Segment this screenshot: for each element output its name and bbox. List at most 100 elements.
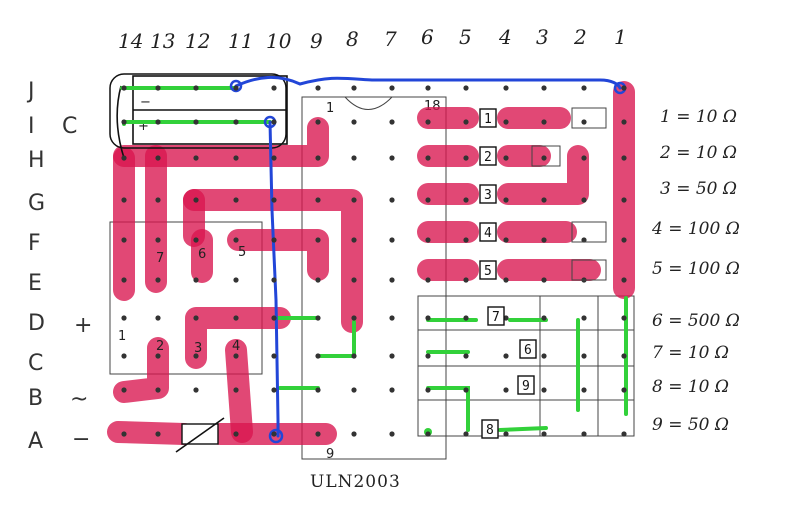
column-labels: 14 13 12 11 10 9 8 7 6 5 4 3 2 1	[118, 25, 627, 53]
hole-r9-c6	[351, 431, 357, 437]
resistor-box-4: 4	[484, 226, 492, 241]
hole-r9-c9	[463, 431, 469, 437]
hole-r1-c3	[233, 119, 239, 125]
hole-r0-c2	[193, 85, 199, 91]
resistor-box-9: 9	[522, 379, 530, 394]
legend-entry-4: 4 = 100 Ω	[651, 219, 740, 239]
row-B-ac-marker: ~	[70, 387, 88, 412]
hole-r1-c5	[315, 119, 321, 125]
hole-r1-c1	[155, 119, 161, 125]
hole-r3-c1	[155, 197, 161, 203]
resistor-grid-outlines	[417, 295, 635, 437]
resistor-box-2: 2	[484, 150, 492, 165]
hole-r7-c5	[315, 353, 321, 359]
bridge-pin-7: 7	[156, 251, 164, 266]
hole-r0-c12	[581, 85, 587, 91]
hole-r6-c1	[155, 315, 161, 321]
hole-r7-c13	[621, 353, 627, 359]
hole-r5-c4	[271, 277, 277, 283]
capacitor: − +	[109, 73, 288, 159]
hole-r1-c2	[193, 119, 199, 125]
hole-r8-c2	[193, 387, 199, 393]
hole-r1-c6	[351, 119, 357, 125]
hole-r0-c3	[233, 85, 239, 91]
hole-r6-c0	[121, 315, 127, 321]
hole-r3-c3	[233, 197, 239, 203]
hole-r4-c9	[463, 237, 469, 243]
hole-r8-c10	[503, 387, 509, 393]
column-label-6: 6	[421, 25, 434, 49]
bridge-pin-5: 5	[238, 245, 246, 260]
hole-r4-c13	[621, 237, 627, 243]
hole-r2-c4	[271, 155, 277, 161]
hole-r5-c3	[233, 277, 239, 283]
hole-r1-c11	[541, 119, 547, 125]
hole-r4-c11	[541, 237, 547, 243]
hole-r4-c5	[315, 237, 321, 243]
resistor-box-6: 6	[524, 343, 532, 358]
chip-label: ULN2003	[310, 472, 401, 492]
legend-entry-2: 2 = 10 Ω	[659, 143, 737, 163]
hole-r7-c8	[425, 353, 431, 359]
hole-r5-c5	[315, 277, 321, 283]
chip-pin-1-label: 1	[326, 101, 334, 116]
hole-r6-c9	[463, 315, 469, 321]
hole-r3-c5	[315, 197, 321, 203]
capacitor-plus-label: +	[138, 119, 149, 134]
legend-entry-3: 3 = 50 Ω	[660, 179, 737, 199]
hole-r4-c3	[233, 237, 239, 243]
hole-r6-c13	[621, 315, 627, 321]
hole-r8-c12	[581, 387, 587, 393]
hole-r4-c2	[193, 237, 199, 243]
row-label-D: D	[28, 311, 45, 336]
hole-r1-c10	[503, 119, 509, 125]
hole-r7-c6	[351, 353, 357, 359]
hole-r7-c0	[121, 353, 127, 359]
column-label-2: 2	[573, 25, 587, 49]
column-label-12: 12	[185, 29, 210, 53]
hole-r7-c12	[581, 353, 587, 359]
hole-grid	[121, 85, 627, 437]
hole-r2-c10	[503, 155, 509, 161]
blue-jumper-end-d	[268, 428, 284, 444]
legend-entry-8: 8 = 10 Ω	[652, 377, 729, 397]
hole-r7-c3	[233, 353, 239, 359]
hole-r0-c11	[541, 85, 547, 91]
bridge-pin-numbers: 7 6 5 2 3 4 1	[118, 245, 246, 356]
hole-r0-c6	[351, 85, 357, 91]
hole-r4-c6	[351, 237, 357, 243]
hole-r1-c4	[271, 119, 277, 125]
hole-r5-c7	[389, 277, 395, 283]
column-label-1: 1	[614, 25, 627, 49]
hole-r3-c10	[503, 197, 509, 203]
hole-r0-c4	[271, 85, 277, 91]
hole-r9-c7	[389, 431, 395, 437]
hole-r9-c11	[541, 431, 547, 437]
hole-r9-c10	[503, 431, 509, 437]
hole-r6-c8	[425, 315, 431, 321]
resistor-legend: 1 = 10 Ω 2 = 10 Ω 3 = 50 Ω 4 = 100 Ω 5 =…	[651, 107, 740, 435]
resistor-box-7: 7	[492, 310, 500, 325]
hole-r9-c0	[121, 431, 127, 437]
row-label-B: B	[28, 386, 43, 411]
hole-r0-c1	[155, 85, 161, 91]
column-label-14: 14	[118, 29, 143, 53]
hole-r1-c0	[121, 119, 127, 125]
hole-r5-c2	[193, 277, 199, 283]
hole-r3-c6	[351, 197, 357, 203]
resistor-box-1: 1	[484, 112, 492, 127]
hole-r3-c12	[581, 197, 587, 203]
hole-r7-c2	[193, 353, 199, 359]
row-label-I: I	[28, 114, 35, 139]
hole-r5-c6	[351, 277, 357, 283]
hole-r9-c12	[581, 431, 587, 437]
hole-r6-c5	[315, 315, 321, 321]
hole-r4-c7	[389, 237, 395, 243]
hole-r2-c3	[233, 155, 239, 161]
legend-entry-6: 6 = 500 Ω	[652, 311, 740, 331]
bridge-pin-2: 2	[156, 339, 164, 354]
hole-r4-c8	[425, 237, 431, 243]
hole-r0-c13	[621, 85, 627, 91]
row-D-positive-marker: +	[74, 313, 92, 338]
hole-r3-c0	[121, 197, 127, 203]
